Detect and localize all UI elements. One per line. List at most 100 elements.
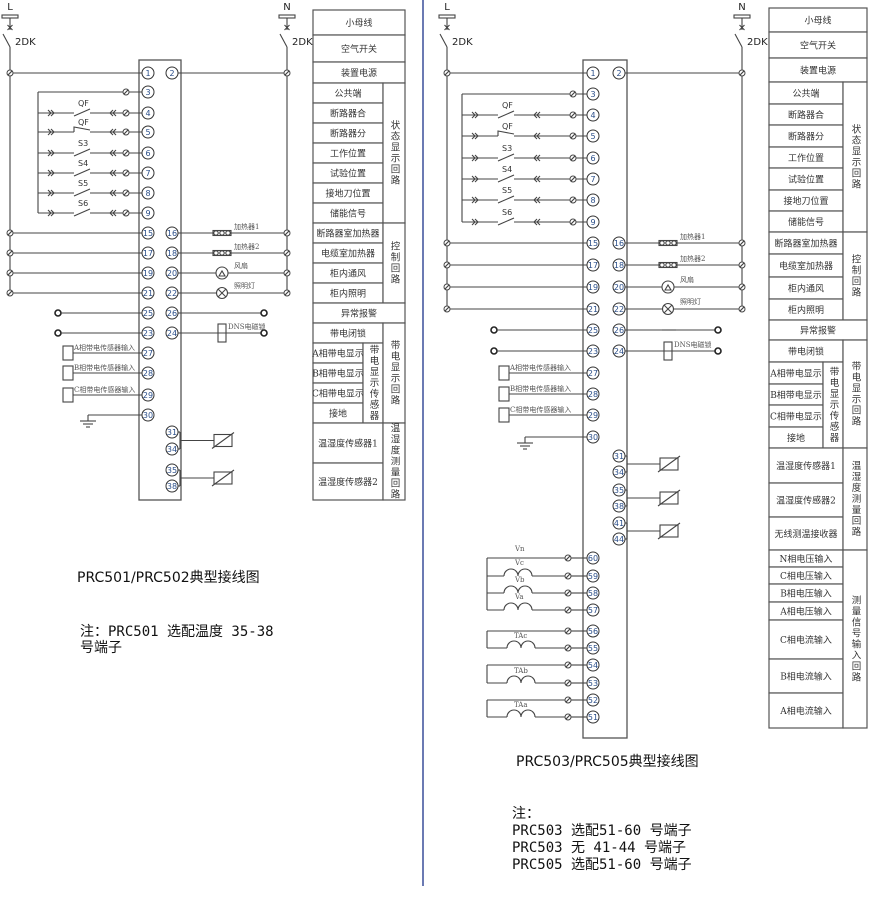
heater-coil	[659, 262, 665, 268]
device-label: 加热器1	[234, 222, 259, 231]
plug-in-right-icon	[112, 128, 117, 136]
live-sensor-icon	[62, 387, 74, 403]
power-row-label: 小母线	[345, 17, 372, 29]
live-row-label: 接地	[787, 432, 805, 444]
plug-in-right-icon	[112, 209, 117, 217]
plug-in-right-icon	[536, 132, 541, 140]
status-row-label: 工作位置	[788, 152, 824, 164]
terminal-number: 18	[614, 261, 624, 270]
terminal-circle	[141, 286, 155, 300]
screw-slash	[7, 290, 13, 296]
switch-label: S3	[78, 139, 88, 148]
plug-in-left-icon	[50, 209, 55, 217]
switch-label: S5	[502, 186, 512, 195]
plug-in-left-icon	[474, 154, 479, 162]
terminal-circle	[612, 532, 626, 546]
switch-label: S6	[78, 199, 88, 208]
terminal-number: 2	[616, 69, 621, 78]
screw-slash	[444, 306, 450, 312]
fan-blade	[664, 283, 672, 291]
screw-slash	[444, 70, 450, 76]
screw-slash	[444, 284, 450, 290]
open-contact-icon	[260, 329, 268, 337]
live-group-label: 带电显示回路	[850, 361, 862, 427]
plug-in-left-icon	[474, 111, 479, 119]
screw-slash	[565, 680, 571, 686]
breaker-switch-icon	[2, 33, 11, 48]
live-group-label: 带电显示回路	[389, 340, 401, 406]
measure-row-label: N相电压输入	[780, 553, 833, 565]
lamp-cross	[663, 304, 673, 314]
plug-in-right-icon	[533, 175, 538, 183]
terminal-circle	[141, 306, 155, 320]
screw-slash	[284, 270, 290, 276]
terminal-circle	[141, 366, 155, 380]
terminal-number: 28	[588, 390, 598, 399]
plug-in-left-icon	[471, 218, 476, 226]
screw-slash	[284, 290, 290, 296]
breaker-switch-icon	[439, 33, 448, 48]
plug-in-right-icon	[109, 128, 114, 136]
no-contact-icon	[497, 174, 515, 183]
temperature-sensor-icon	[659, 457, 679, 471]
plug-in-left-icon	[474, 175, 479, 183]
screw-slash	[565, 628, 571, 634]
switch-label: S4	[502, 165, 512, 174]
terminal-circle	[586, 172, 600, 186]
terminal-number: 7	[145, 169, 150, 178]
open-contact-icon	[490, 347, 498, 355]
terminal-circle	[141, 388, 155, 402]
status-group-label: 状态显示回路	[389, 119, 401, 186]
open-contact-icon	[54, 309, 62, 317]
terminal-circle	[165, 66, 179, 80]
breaker-x	[7, 24, 13, 31]
terminal-circle	[141, 125, 155, 139]
plug-in-right-icon	[109, 149, 114, 157]
screw-slash	[123, 150, 129, 156]
terminal-number: 21	[588, 305, 598, 314]
device-label: 照明灯	[234, 281, 255, 290]
terminal-number: 17	[143, 249, 153, 258]
humidity-row-label: 无线测温接收器	[774, 528, 837, 540]
measure-row-label: B相电流输入	[780, 671, 832, 683]
sensor-input-label: C相带电传感器输入	[510, 405, 571, 414]
current-label: TAb	[514, 667, 528, 675]
plug-in-left-icon	[47, 189, 52, 197]
terminal-circle	[141, 166, 155, 180]
terminal-block	[138, 59, 182, 501]
control-row-label: 断路器室加热器	[316, 228, 379, 240]
live-row-label: C相带电显示	[312, 388, 364, 400]
screw-slash	[444, 240, 450, 246]
screw-slash	[565, 645, 571, 651]
heater-coil	[225, 250, 231, 256]
terminal-circle	[141, 106, 155, 120]
terminal-number: 18	[167, 249, 177, 258]
humidity-row-label: 温湿度传感器2	[776, 495, 836, 507]
plug-in-left-icon	[474, 218, 479, 226]
terminal-number: 31	[614, 452, 624, 461]
terminal-number: 26	[614, 326, 624, 335]
busbar-icon	[278, 14, 296, 19]
switch-label: S6	[502, 208, 512, 217]
note-line: 号端子	[80, 640, 122, 656]
terminal-block	[582, 59, 628, 739]
terminal-number: 56	[588, 627, 598, 636]
terminal-number: 3	[145, 88, 150, 97]
status-row-label: 工作位置	[330, 148, 366, 160]
terminal-number: 55	[588, 644, 598, 653]
terminal-circle	[612, 302, 626, 316]
humidity-row	[312, 462, 384, 501]
plug-in-right-icon	[109, 109, 114, 117]
note-line: PRC505 选配51-60 号端子	[512, 857, 692, 873]
control-row-label: 柜内照明	[330, 288, 366, 300]
status-row-label: 公共端	[334, 88, 361, 100]
screw-slash	[565, 590, 571, 596]
measure-group-label: 测量信号输入回路	[850, 595, 862, 683]
terminal-number: 57	[588, 606, 598, 615]
control-group	[842, 231, 868, 321]
live-row-label: 接地	[329, 408, 347, 420]
line-phase-label: L	[444, 2, 450, 13]
screw-slash	[7, 230, 13, 236]
live-sensor-icon	[62, 365, 74, 381]
sensor-input-label: A相带电传感器输入	[509, 363, 571, 372]
